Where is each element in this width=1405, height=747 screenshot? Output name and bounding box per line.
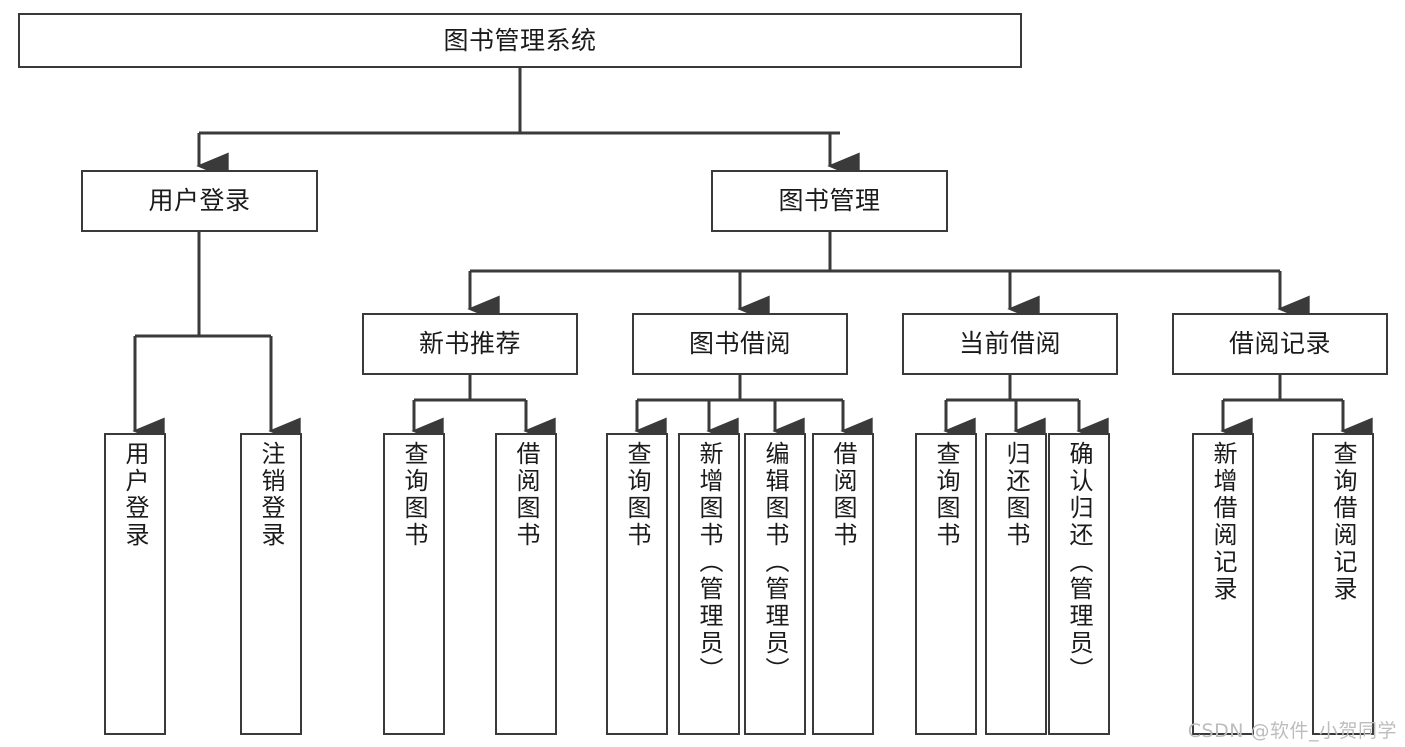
leaf-query-book-2-label: 查询图书 bbox=[623, 441, 651, 549]
watermark: CSDN @软件_小贺同学 bbox=[1187, 720, 1397, 742]
leaf-borrow-book-1[interactable]: 借阅图书 bbox=[495, 433, 557, 735]
leaf-query-book-3-label: 查询图书 bbox=[932, 441, 960, 549]
node-new-book-recommend-label: 新书推荐 bbox=[418, 329, 521, 359]
leaf-add-book[interactable]: 新增图书（管理员） bbox=[678, 433, 740, 735]
leaf-add-record-label: 新增借阅记录 bbox=[1209, 441, 1237, 603]
leaf-logout-label: 注销登录 bbox=[257, 441, 285, 549]
node-borrow-record[interactable]: 借阅记录 bbox=[1172, 313, 1388, 375]
node-current-borrow-label: 当前借阅 bbox=[958, 329, 1061, 359]
node-user-login-label: 用户登录 bbox=[148, 186, 251, 216]
node-borrow-record-label: 借阅记录 bbox=[1228, 329, 1331, 359]
leaf-add-book-label: 新增图书（管理员） bbox=[695, 441, 723, 684]
leaf-query-book-2[interactable]: 查询图书 bbox=[606, 433, 668, 735]
leaf-borrow-book-1-label: 借阅图书 bbox=[512, 441, 540, 549]
node-book-management-label: 图书管理 bbox=[778, 186, 881, 216]
leaf-confirm-return-label: 确认归还（管理员） bbox=[1065, 441, 1093, 684]
leaf-add-record[interactable]: 新增借阅记录 bbox=[1192, 433, 1254, 735]
node-root[interactable]: 图书管理系统 bbox=[18, 13, 1022, 68]
node-root-label: 图书管理系统 bbox=[443, 25, 597, 55]
leaf-return-book-label: 归还图书 bbox=[1002, 441, 1030, 549]
node-current-borrow[interactable]: 当前借阅 bbox=[902, 313, 1118, 375]
leaf-query-book-3[interactable]: 查询图书 bbox=[915, 433, 977, 735]
leaf-edit-book-label: 编辑图书（管理员） bbox=[761, 441, 789, 684]
node-new-book-recommend[interactable]: 新书推荐 bbox=[362, 313, 578, 375]
leaf-user-login[interactable]: 用户登录 bbox=[104, 433, 166, 735]
node-book-management[interactable]: 图书管理 bbox=[711, 170, 948, 232]
leaf-borrow-book-2-label: 借阅图书 bbox=[829, 441, 857, 549]
leaf-logout[interactable]: 注销登录 bbox=[240, 433, 302, 735]
leaf-user-login-label: 用户登录 bbox=[121, 441, 149, 549]
leaf-query-record-label: 查询借阅记录 bbox=[1329, 441, 1357, 603]
node-user-login[interactable]: 用户登录 bbox=[81, 170, 318, 232]
node-book-borrow-label: 图书借阅 bbox=[688, 329, 791, 359]
leaf-query-record[interactable]: 查询借阅记录 bbox=[1312, 433, 1374, 735]
leaf-confirm-return[interactable]: 确认归还（管理员） bbox=[1048, 433, 1110, 735]
leaf-return-book[interactable]: 归还图书 bbox=[985, 433, 1047, 735]
leaf-edit-book[interactable]: 编辑图书（管理员） bbox=[744, 433, 806, 735]
leaf-query-book-1-label: 查询图书 bbox=[400, 441, 428, 549]
leaf-borrow-book-2[interactable]: 借阅图书 bbox=[812, 433, 874, 735]
leaf-query-book-1[interactable]: 查询图书 bbox=[383, 433, 445, 735]
node-book-borrow[interactable]: 图书借阅 bbox=[632, 313, 848, 375]
